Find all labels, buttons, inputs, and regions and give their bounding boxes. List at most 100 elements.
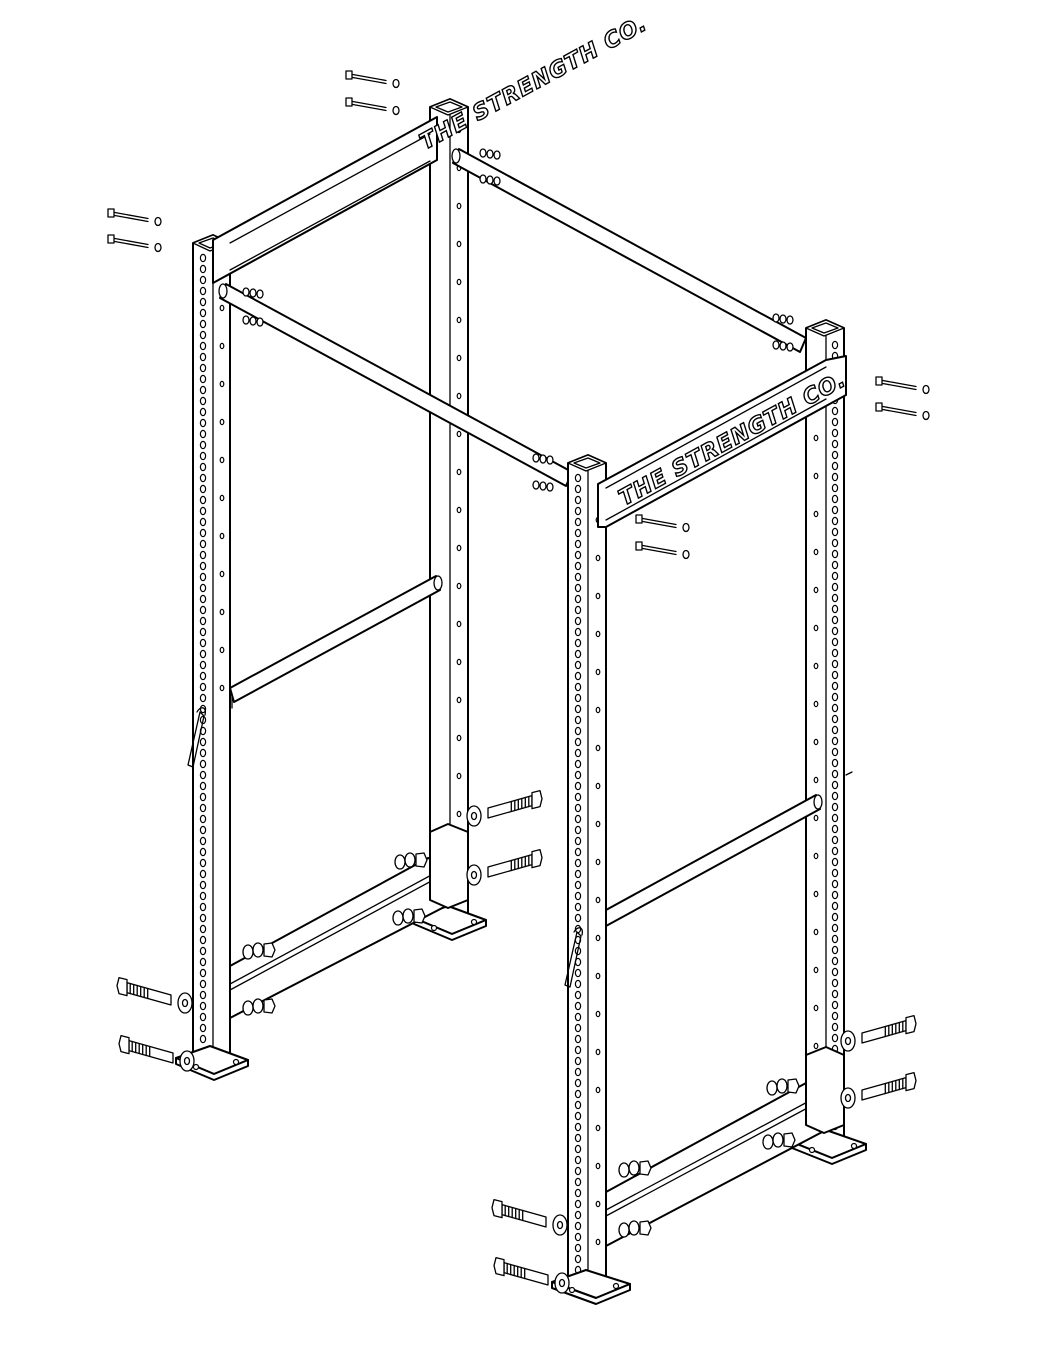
- upright-hole: [595, 744, 601, 752]
- upright-hole: [574, 528, 582, 538]
- upright-hole: [574, 847, 582, 857]
- upright-hole: [574, 495, 582, 505]
- bolt-head: [531, 849, 543, 869]
- upright-hole: [831, 879, 839, 889]
- washer: [392, 105, 400, 116]
- washer: [154, 216, 162, 227]
- nut-pair: [242, 287, 264, 299]
- nut-pair: [479, 148, 501, 160]
- upright-hole: [219, 494, 225, 502]
- washer-hole: [844, 1036, 852, 1046]
- base-crossmember-right: [605, 1046, 845, 1247]
- upright-hole: [831, 450, 839, 460]
- upright-hole: [574, 1243, 582, 1253]
- upright-hole: [574, 473, 582, 483]
- upright-hole: [199, 935, 207, 945]
- upright-hole: [199, 957, 207, 967]
- washer-nut-cluster: [618, 1220, 652, 1238]
- small-bolt-set: [345, 97, 400, 116]
- upright-hole: [813, 928, 819, 936]
- washer: [618, 1162, 630, 1178]
- upright-hole: [831, 945, 839, 955]
- washer: [618, 1222, 630, 1238]
- upright-hole: [831, 615, 839, 625]
- upright-hole: [199, 418, 207, 428]
- washer-hole: [470, 870, 478, 880]
- upright-hole: [199, 429, 207, 439]
- upright-hole: [574, 1166, 582, 1176]
- upright-hole: [574, 1254, 582, 1264]
- washer: [242, 287, 250, 297]
- washer-hole: [470, 811, 478, 821]
- washer-nut-cluster: [242, 942, 276, 960]
- upright-hole: [199, 792, 207, 802]
- upright-hole: [199, 517, 207, 527]
- upright-hole: [574, 1155, 582, 1165]
- bolt-head: [905, 1072, 917, 1092]
- upright-hole: [574, 726, 582, 736]
- upright-hole: [574, 715, 582, 725]
- upright-hole: [595, 1200, 601, 1208]
- bolt-shaft-edge: [349, 76, 387, 85]
- upright-hole: [831, 472, 839, 482]
- upright-hole: [574, 1232, 582, 1242]
- upright-hole: [574, 869, 582, 879]
- upright-hole: [199, 913, 207, 923]
- washer: [392, 78, 400, 89]
- upright-hole: [831, 725, 839, 735]
- upright-hole: [574, 1034, 582, 1044]
- nut: [413, 908, 426, 924]
- upright-hole: [574, 968, 582, 978]
- small-bolt-set: [635, 514, 690, 533]
- nut-pair: [772, 340, 794, 352]
- upright-hole: [831, 769, 839, 779]
- upright-hole: [574, 913, 582, 923]
- upright-hole: [199, 649, 207, 659]
- nut-pair: [532, 480, 554, 492]
- bolt-head: [107, 234, 115, 244]
- upright-hole: [831, 791, 839, 801]
- upright-hole: [595, 1238, 601, 1246]
- base-plate-back-left: [175, 1045, 249, 1081]
- nut: [779, 314, 787, 324]
- washer-nut-cluster: [618, 1160, 652, 1178]
- upright-hole: [199, 561, 207, 571]
- upright-hole: [199, 583, 207, 593]
- washer: [479, 148, 487, 158]
- upright-hole: [831, 604, 839, 614]
- upright-hole: [574, 737, 582, 747]
- upright-hole: [199, 484, 207, 494]
- upright-hole: [199, 550, 207, 560]
- upright-hole: [595, 592, 601, 600]
- bolt-shaft-edge: [349, 103, 387, 112]
- nut: [249, 316, 257, 326]
- upright-hole: [574, 1122, 582, 1132]
- upright-hole: [595, 934, 601, 942]
- upright-hole: [574, 693, 582, 703]
- upright-hole: [456, 734, 462, 742]
- upright-hole: [831, 802, 839, 812]
- small-bolt-set: [107, 208, 162, 227]
- upright-hole: [199, 759, 207, 769]
- bolt-shaft-edge: [639, 520, 677, 529]
- upright-hole: [199, 539, 207, 549]
- bolt-shaft: [349, 73, 387, 82]
- washer: [242, 315, 250, 325]
- washer: [532, 480, 540, 490]
- washer: [546, 455, 554, 465]
- upright-hole: [199, 858, 207, 868]
- upright-hole: [199, 286, 207, 296]
- upright-hole: [199, 385, 207, 395]
- upright-hole: [199, 737, 207, 747]
- bolt-head: [875, 376, 883, 386]
- washer: [772, 313, 780, 323]
- bolt-shaft-edge: [111, 240, 149, 249]
- nut: [783, 1132, 796, 1148]
- upright-hole: [831, 813, 839, 823]
- upright-hole: [199, 979, 207, 989]
- bolt-shaft: [349, 100, 387, 109]
- upright-hole: [574, 1188, 582, 1198]
- upright-hole: [456, 696, 462, 704]
- small-bolt-set: [875, 402, 930, 421]
- upright-hole: [219, 608, 225, 616]
